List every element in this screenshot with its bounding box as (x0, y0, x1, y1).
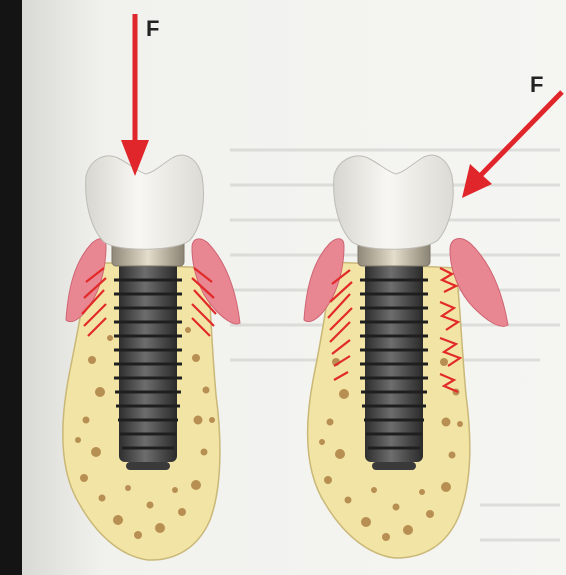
left-force-label: F (146, 16, 159, 41)
right-force-label: F (530, 72, 543, 97)
right-implant-body (360, 262, 428, 470)
left-implant-body (114, 262, 182, 470)
